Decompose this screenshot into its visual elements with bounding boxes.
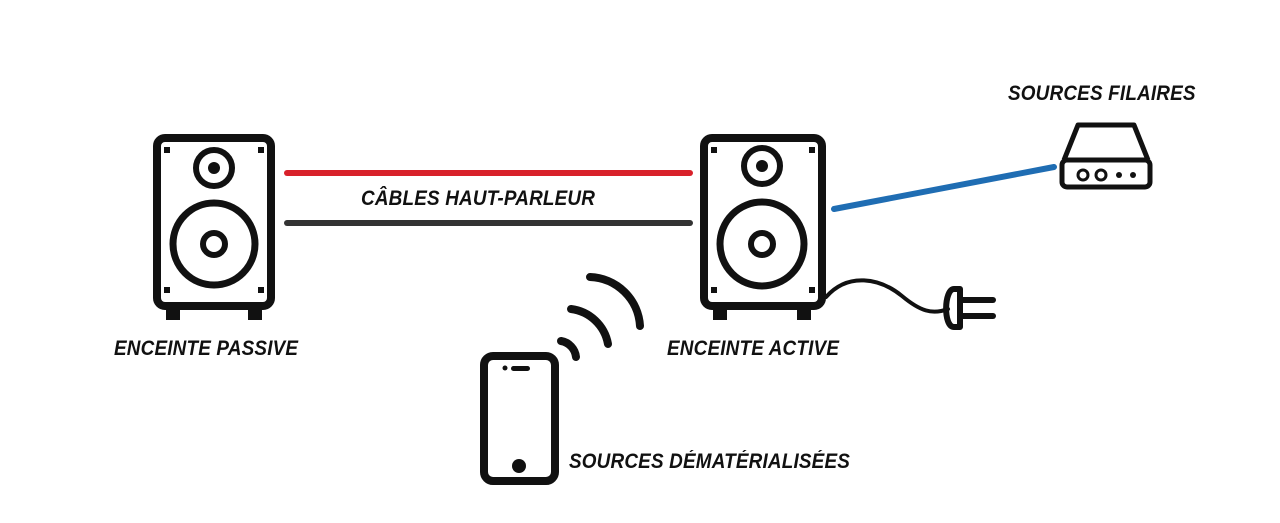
active-speaker-icon <box>700 134 826 320</box>
smartphone-icon <box>480 352 559 485</box>
active-speaker-label: ENCEINTE ACTIVE <box>667 337 840 360</box>
passive-speaker-label: ENCEINTE PASSIVE <box>114 337 299 360</box>
streaming-sources-label: SOURCES DÉMATÉRIALISÉES <box>569 450 851 473</box>
power-cord <box>824 278 950 314</box>
speaker-cables-label: CÂBLES HAUT-PARLEUR <box>361 187 596 210</box>
wired-sources-label: SOURCES FILAIRES <box>1008 82 1196 105</box>
power-plug-icon <box>943 286 996 330</box>
passive-speaker-icon <box>153 134 275 320</box>
wired-source-cable <box>831 164 1057 212</box>
wireless-signal-icon <box>557 273 644 361</box>
wired-source-device-icon <box>1059 122 1153 190</box>
